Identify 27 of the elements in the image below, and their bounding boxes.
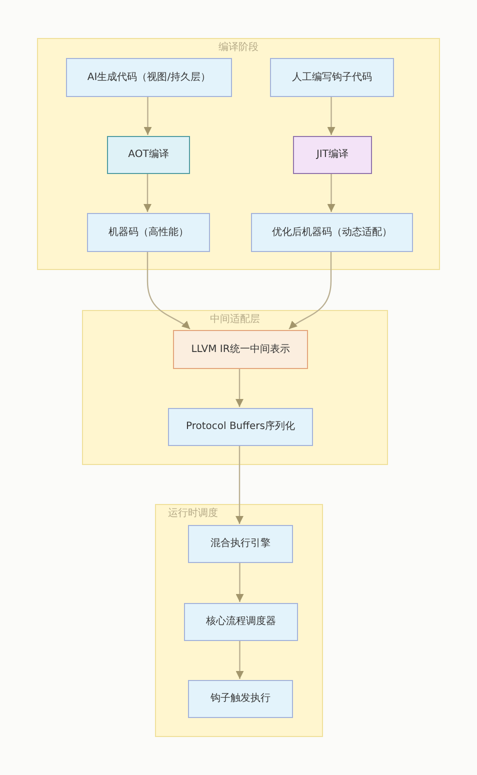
process-box: AI生成代码（视图/持久层） — [66, 58, 232, 97]
panel-title: 编译阶段 — [218, 42, 258, 54]
process-box: 混合执行引擎 — [188, 525, 293, 563]
process-box: LLVM IR统一中间表示 — [173, 330, 308, 369]
process-box: 优化后机器码（动态适配） — [251, 213, 413, 252]
panel-title: 中间适配层 — [210, 314, 260, 326]
arrow — [327, 173, 336, 212]
arrow — [144, 173, 152, 212]
arrow — [146, 251, 190, 330]
process-box: Protocol Buffers序列化 — [168, 408, 313, 446]
process-box: 机器码（高性能） — [87, 213, 210, 252]
arrow — [236, 562, 244, 602]
arrow — [236, 368, 244, 407]
group-panel — [37, 38, 440, 270]
arrow — [327, 96, 336, 135]
process-box: 核心流程调度器 — [184, 603, 298, 641]
process-box: AOT编译 — [107, 136, 190, 174]
group-panel — [155, 504, 323, 737]
process-box: 钩子触发执行 — [188, 680, 293, 718]
group-panel — [82, 310, 388, 465]
panel-title: 运行时调度 — [168, 508, 218, 520]
process-box: 人工编写钩子代码 — [270, 58, 394, 97]
process-box: JIT编译 — [293, 136, 372, 174]
arrow — [144, 96, 152, 135]
arrow — [288, 251, 332, 330]
arrow — [236, 640, 244, 679]
arrow — [236, 445, 244, 524]
